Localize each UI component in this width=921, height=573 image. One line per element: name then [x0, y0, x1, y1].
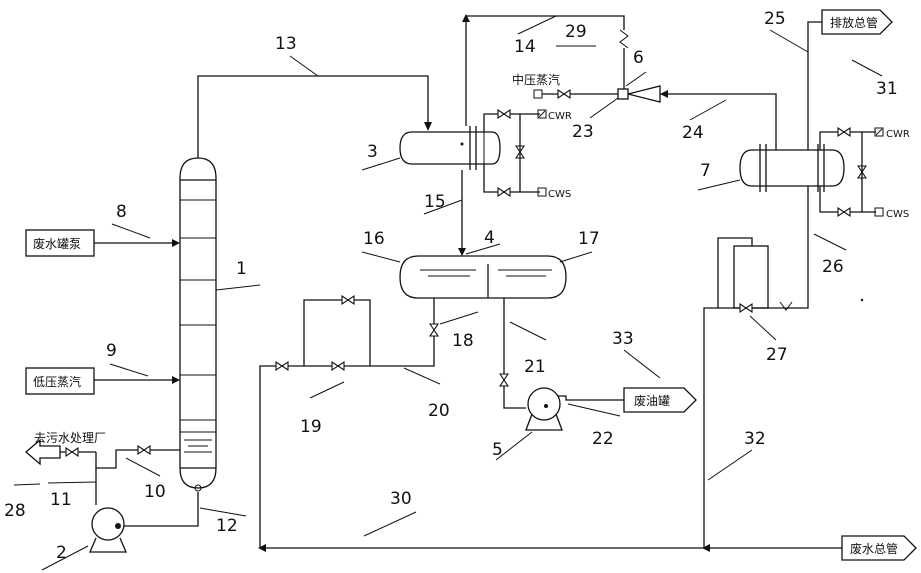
label-9: 9: [106, 341, 117, 361]
wastewater-header-tag: 废水总管: [841, 535, 917, 561]
label-20: 20: [428, 401, 450, 421]
discharge-header-label: 排放总管: [830, 15, 878, 30]
medium-pressure-steam-label: 中压蒸汽: [512, 72, 560, 87]
wastewater-tank-pump-box: 废水罐泵: [25, 229, 95, 257]
label-7: 7: [700, 161, 711, 181]
wastewater-header-label: 废水总管: [850, 541, 898, 556]
cws-label-3: CWS: [548, 189, 571, 200]
label-10: 10: [144, 482, 166, 502]
label-23: 23: [572, 122, 594, 142]
label-24: 24: [682, 123, 704, 143]
label-25: 25: [764, 9, 786, 29]
label-13: 13: [275, 34, 297, 54]
bottoms-pump: [89, 507, 127, 553]
label-32: 32: [744, 429, 766, 449]
label-5: 5: [492, 440, 503, 460]
stripping-column: [179, 157, 217, 492]
label-16: 16: [363, 229, 385, 249]
label-26: 26: [822, 257, 844, 277]
discharge-header-tag: 排放总管: [821, 9, 893, 35]
condenser-3: [399, 126, 501, 170]
low-pressure-steam-label: 低压蒸汽: [33, 374, 81, 389]
cwr-label-3: CWR: [548, 111, 572, 122]
label-17: 17: [578, 229, 600, 249]
to-sewage-plant-label: 去污水处理厂: [34, 431, 106, 445]
label-28: 28: [4, 501, 26, 521]
label-14: 14: [514, 37, 536, 57]
label-29: 29: [565, 22, 587, 42]
label-22: 22: [592, 429, 614, 449]
steam-ejector: [617, 85, 661, 103]
cws-label-7: CWS: [886, 209, 909, 220]
label-30: 30: [390, 489, 412, 509]
label-12: 12: [216, 516, 238, 536]
cwr-label-7: CWR: [886, 129, 910, 140]
label-33: 33: [612, 329, 634, 349]
label-11: 11: [50, 490, 72, 510]
label-2: 2: [56, 543, 67, 563]
low-pressure-steam-box: 低压蒸汽: [25, 367, 95, 395]
label-8: 8: [116, 202, 127, 222]
label-1: 1: [236, 259, 247, 279]
waste-oil-tank-tag: 废油罐: [623, 387, 697, 413]
oil-pump: [525, 387, 563, 431]
label-31: 31: [876, 79, 898, 99]
label-18: 18: [452, 331, 474, 351]
waste-oil-tank-label: 废油罐: [634, 393, 670, 408]
label-3: 3: [367, 142, 378, 162]
label-21: 21: [524, 357, 546, 377]
label-4: 4: [484, 228, 495, 248]
wastewater-tank-pump-label: 废水罐泵: [33, 236, 81, 251]
label-27: 27: [766, 345, 788, 365]
condenser-7: [739, 144, 845, 192]
oil-water-separator: [399, 255, 567, 299]
label-6: 6: [633, 48, 644, 68]
label-15: 15: [424, 192, 446, 212]
label-19: 19: [300, 417, 322, 437]
